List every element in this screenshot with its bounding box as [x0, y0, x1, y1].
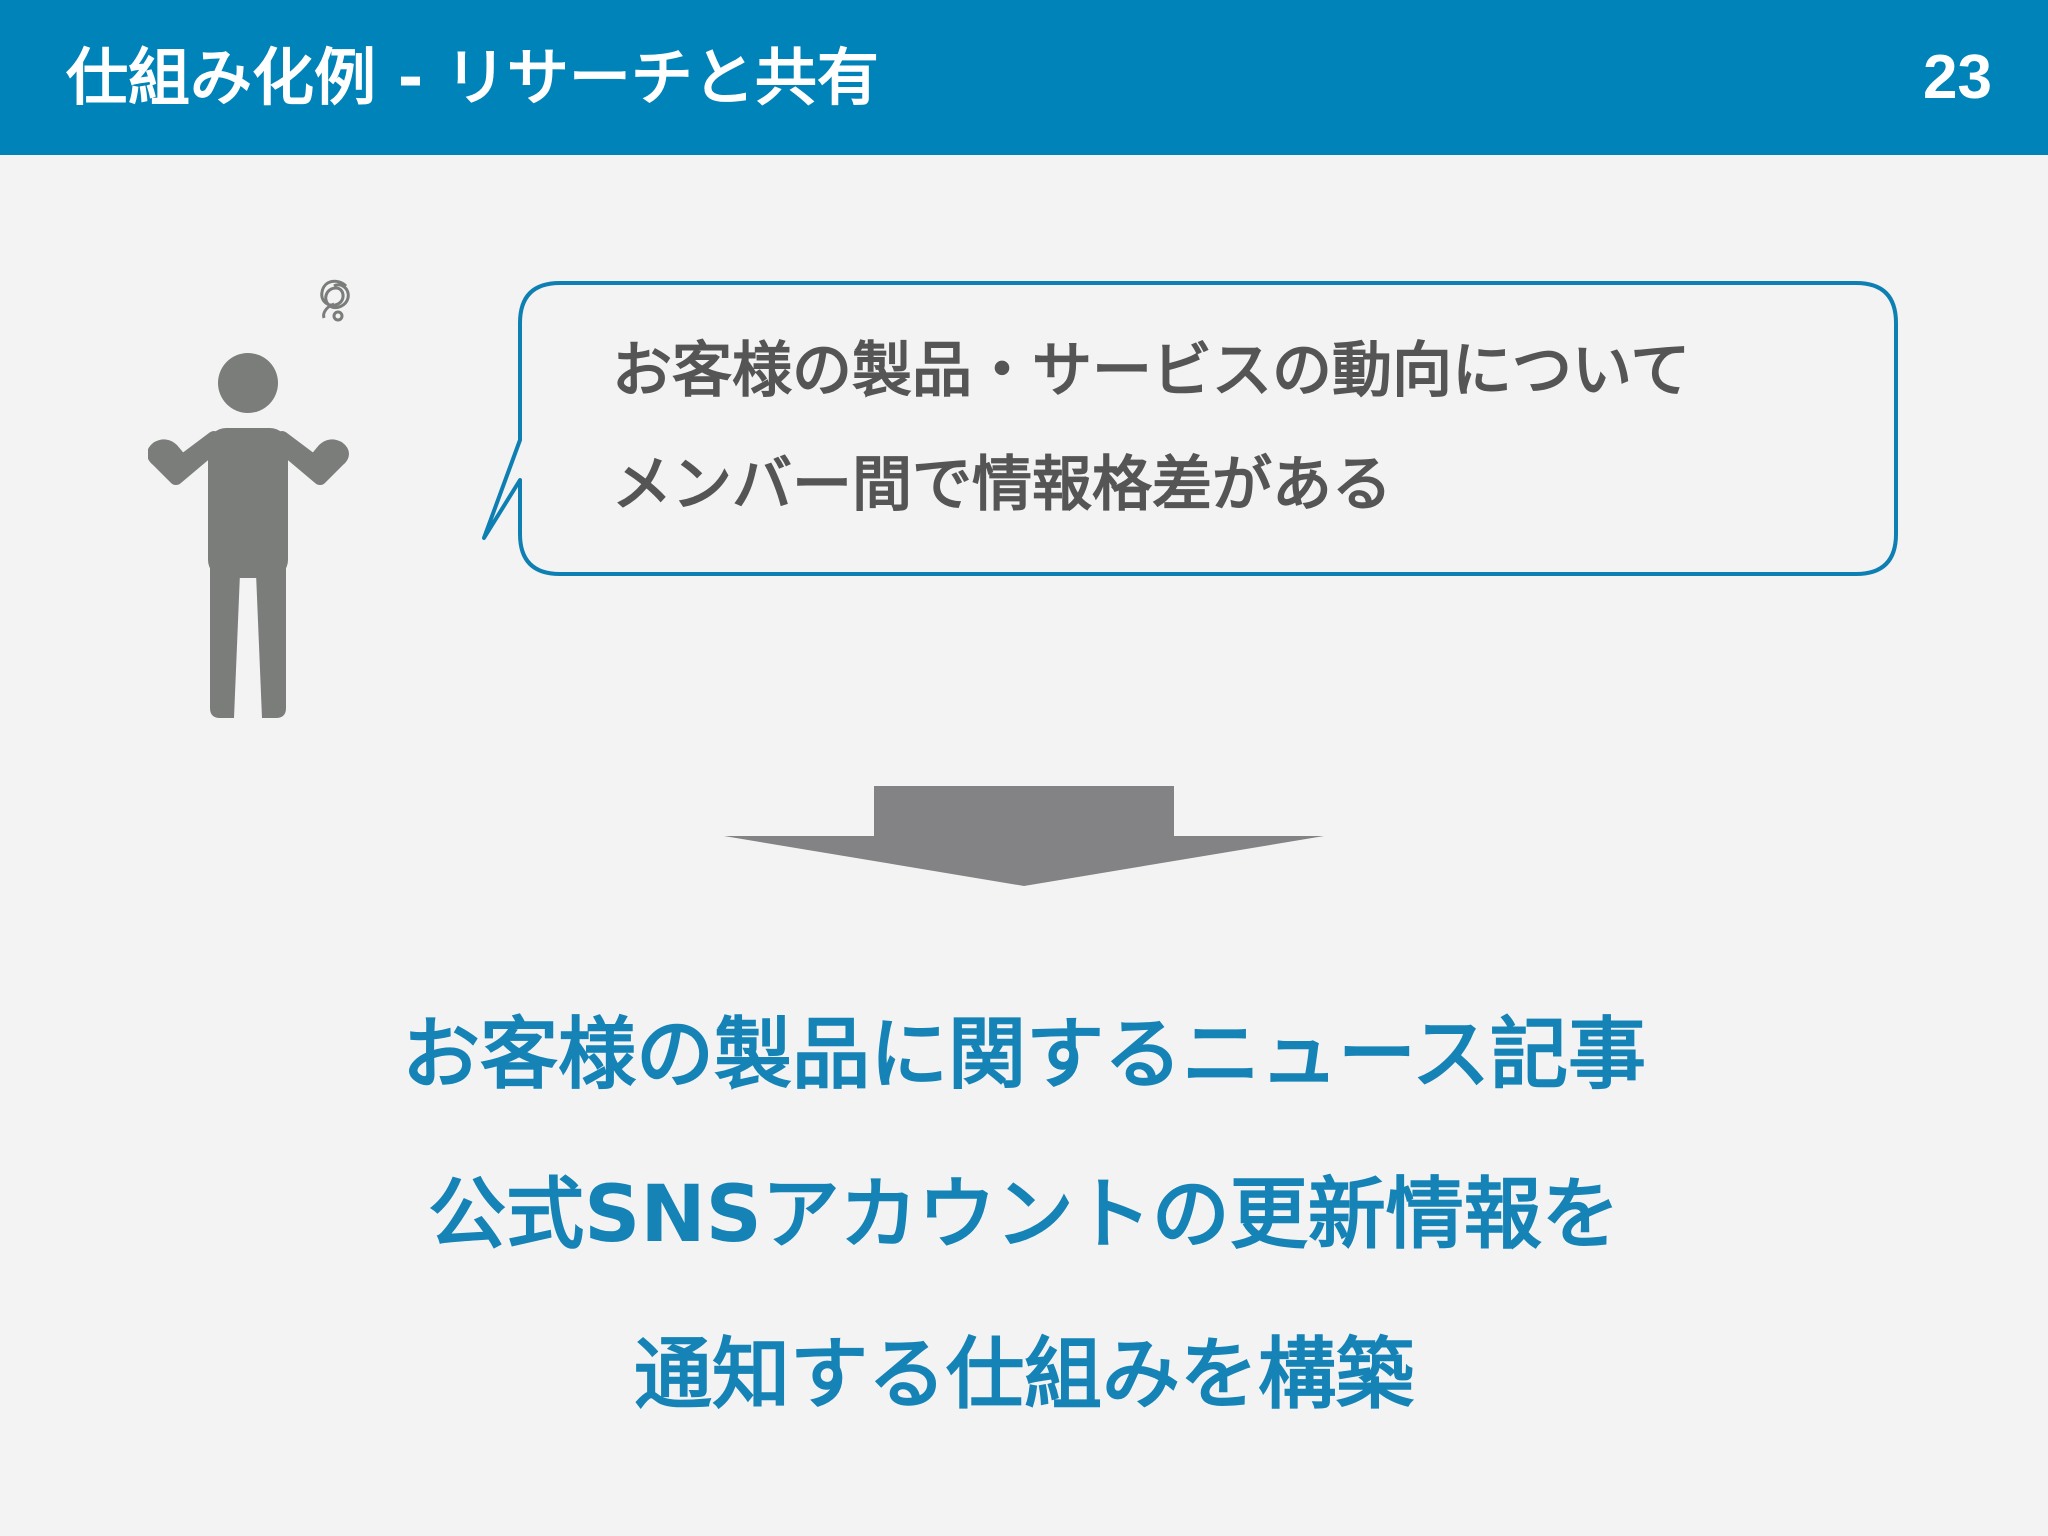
- down-arrow-icon: [724, 786, 1324, 886]
- slide-title: 仕組み化例 - リサーチと共有: [66, 41, 879, 114]
- bubble-line: お客様の製品・サービスの動向について: [612, 336, 1691, 406]
- speech-bubble: [482, 281, 1898, 576]
- bubble-line: メンバー間で情報格差がある: [612, 450, 1392, 520]
- conclusion-line: お客様の製品に関するニュース記事: [401, 1010, 1647, 1100]
- speech-bubble-text: お客様の製品・サービスの動向について メンバー間で情報格差がある: [612, 314, 1872, 542]
- page-number: 23: [1923, 43, 1992, 112]
- conclusion-text: お客様の製品に関するニュース記事 公式SNSアカウントの更新情報を 通知する仕組…: [0, 975, 2048, 1455]
- scribble-thought-icon: [320, 279, 350, 322]
- conclusion-line: 通知する仕組みを構築: [633, 1330, 1414, 1420]
- slide-header: 仕組み化例 - リサーチと共有 23: [0, 0, 2048, 155]
- conclusion-line: 公式SNSアカウントの更新情報を: [428, 1170, 1620, 1260]
- confused-person-icon: [148, 279, 350, 718]
